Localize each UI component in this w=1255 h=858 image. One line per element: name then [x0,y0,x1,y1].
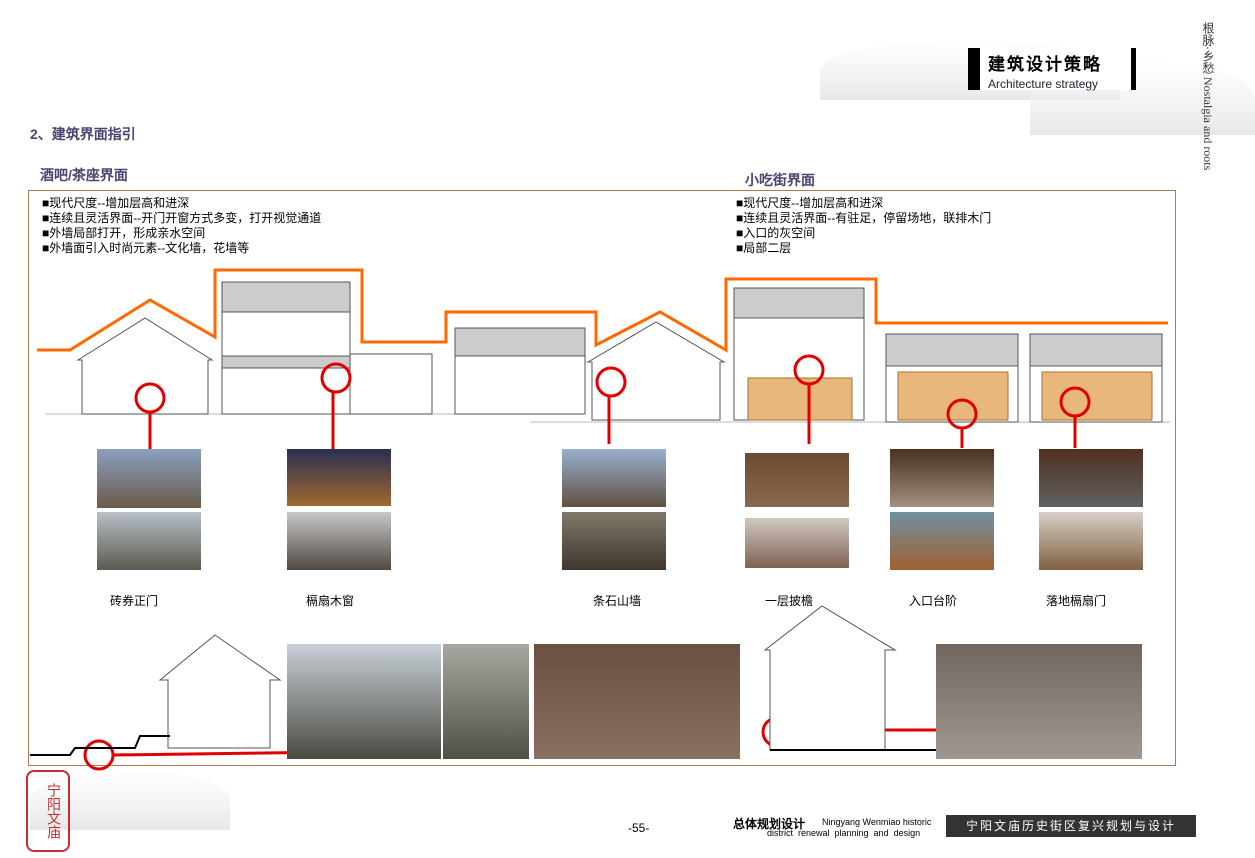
photo [562,449,666,507]
skyline-line [37,268,1168,353]
building [586,321,726,421]
wooden-doors [747,377,853,421]
photo [287,512,391,570]
bullet: ■现代尺度--增加层高和进深 [42,196,190,210]
header-title-box: 建筑设计策略 Architecture strategy [968,48,1136,91]
left-bullets: ■现代尺度--增加层高和进深 ■连续且灵活界面--开门开窗方式多变，打开视觉通道… [42,196,321,256]
bullet: ■入口的灰空间 [736,226,816,240]
photo [936,644,1142,759]
marker-circle [320,362,352,394]
footer-project-title: 宁阳文庙历史街区复兴规划与设计 [946,815,1196,837]
photo [1039,512,1143,570]
marker-circle [595,366,627,398]
stamp-seal: 宁阳文庙 [26,770,70,852]
bullet: ■现代尺度--增加层高和进深 [736,196,884,210]
marker-circle [83,739,115,771]
right-bullets: ■现代尺度--增加层高和进深 ■连续且灵活界面--有驻足，停留场地，联排木门 ■… [736,196,991,256]
content-frame [28,190,1176,766]
photo-label: 槅扇木窗 [306,594,355,608]
wooden-doors [897,371,1009,421]
wooden-doors [1041,371,1153,421]
bullet: ■外墙局部打开，形成亲水空间 [42,226,206,240]
side-text: 根脉·乡愁 Nostalgia and roots [1201,22,1215,171]
photo-label: 砖券正门 [110,594,159,608]
photo [890,449,994,507]
right-heading: 小吃街界面 [745,172,815,188]
photo [287,644,441,759]
section-building [763,605,897,751]
building [349,353,433,415]
title-cn: 建筑设计策略 [988,55,1102,75]
photo [97,449,201,508]
photo [1039,449,1143,507]
bullet: ■外墙面引入时尚元素--文化墙，花墙等 [42,241,250,255]
photo [745,518,849,568]
bullet: ■连续且灵活界面--开门开窗方式多变，打开视觉通道 [42,211,322,225]
photo [745,453,849,507]
ink-landscape [30,770,230,830]
section-title: 2、建筑界面指引 [30,126,136,142]
footer-plan-cn: 总体规划设计 [733,817,806,831]
footer-plan-en-1: Ningyang Wenmiao historic [822,817,932,827]
section-building [158,634,282,749]
photo [534,644,740,759]
photo [562,512,666,570]
title-en: Architecture strategy [988,77,1099,91]
photo-label: 一层披檐 [765,594,814,608]
photo-label: 落地槅扇门 [1046,594,1107,608]
photo-label: 条石山墙 [593,594,642,608]
building [76,317,214,415]
photo [97,512,201,570]
photo [443,644,529,759]
page-number: -55- [628,821,650,835]
bullet: ■连续且灵活界面--有驻足，停留场地，联排木门 [736,211,992,225]
tile-roof [221,281,351,313]
left-heading: 酒吧/茶座界面 [40,167,128,183]
photo [890,512,994,570]
footer-plan-en-2: district renewal planning and design [767,828,921,838]
photo [287,449,391,506]
photo-label: 入口台阶 [909,594,958,608]
bullet: ■局部二层 [736,241,792,255]
